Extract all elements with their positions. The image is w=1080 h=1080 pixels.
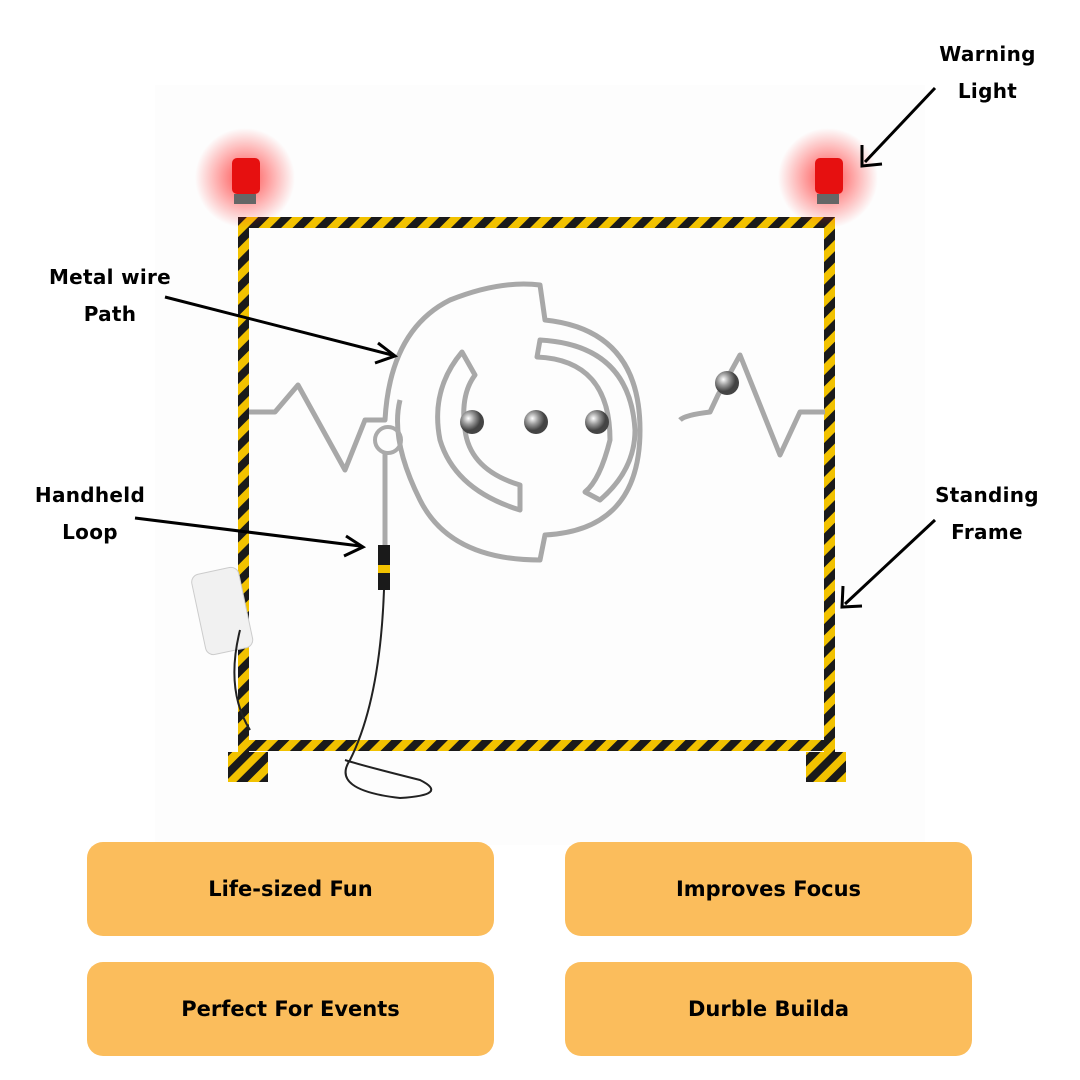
feature-label: Perfect For Events [181,997,400,1021]
wire-ball [460,410,484,434]
feature-badge: Durble Builda [565,962,972,1056]
label-line: Warning [939,42,1036,66]
label-line: Frame [951,520,1023,544]
handheld-loop-label: Handheld Loop [25,477,155,551]
control-box [191,566,254,731]
standing-frame [228,217,846,782]
feature-label: Life-sized Fun [208,877,373,901]
feature-label: Improves Focus [675,877,862,901]
feature-badge: Life-sized Fun [87,842,494,936]
wire-ball [524,410,548,434]
label-line: Loop [62,520,118,544]
annotation-arrows [134,86,937,609]
standing-frame-label: Standing Frame [922,477,1052,551]
label-line: Light [957,79,1018,103]
feature-label: Durble Builda [687,997,850,1021]
label-line: Standing [935,483,1039,507]
handheld-loop [344,425,433,800]
wire-ball [585,410,609,434]
label-line: Handheld [34,483,146,507]
label-line: Metal wire [48,265,172,289]
warning-light-label: Warning Light [925,36,1050,110]
metal-wire-path-label: Metal wire Path [40,259,180,333]
warning-light-right [778,128,878,228]
wire-ball [715,371,739,395]
warning-light-left [195,128,295,228]
feature-badge: Improves Focus [565,842,972,936]
label-line: Path [83,302,137,326]
feature-badge: Perfect For Events [87,962,494,1056]
